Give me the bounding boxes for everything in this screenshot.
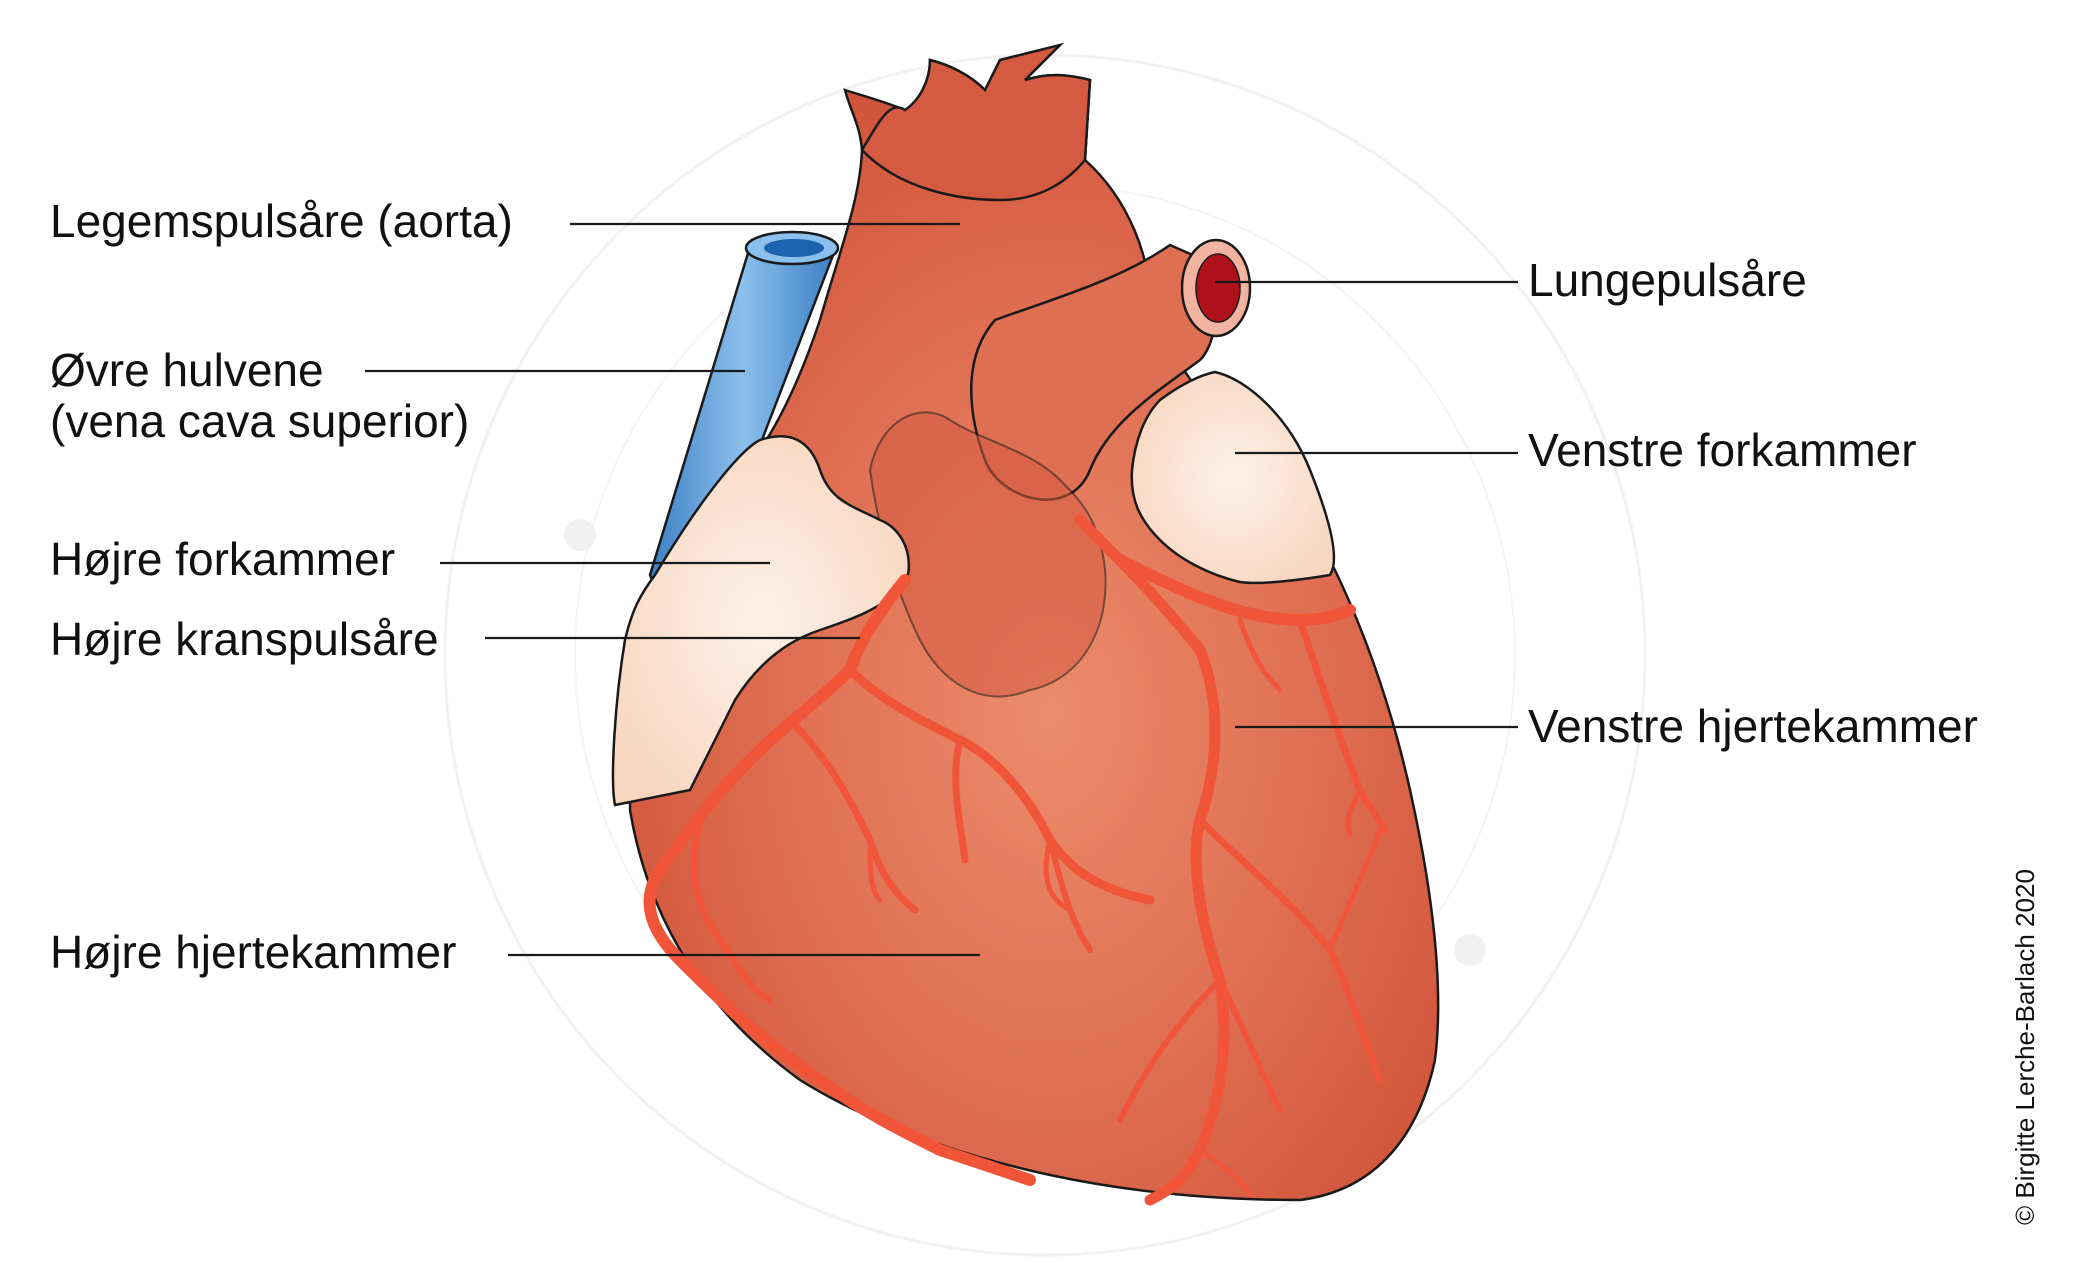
label-left-atrium: Venstre forkammer (1528, 424, 1917, 476)
aorta-arches (860, 42, 1092, 202)
label-right-atrium: Højre forkammer (50, 533, 396, 585)
leader-lines (365, 222, 1518, 957)
label-vena-cava-line2: (vena cava superior) (50, 395, 470, 447)
coronary-vessels (643, 514, 1389, 1206)
label-aorta: Legemspulsåre (aorta) (50, 195, 513, 247)
right-atrium (611, 435, 910, 807)
copyright-credit: © Birgitte Lerche-Barlach 2020 (2010, 869, 2040, 1225)
label-right-ventricle: Højre hjertekammer (50, 926, 457, 978)
label-pulmonary: Lungepulsåre (1528, 254, 1807, 306)
label-left-ventricle: Venstre hjertekammer (1528, 700, 1978, 752)
left-atrium (1130, 370, 1336, 585)
pulmonary-trunk (970, 238, 1252, 501)
conus-region (868, 411, 1107, 698)
label-vena-cava-line1: Øvre hulvene (50, 344, 324, 396)
label-right-coronary: Højre kranspulsåre (50, 613, 439, 665)
